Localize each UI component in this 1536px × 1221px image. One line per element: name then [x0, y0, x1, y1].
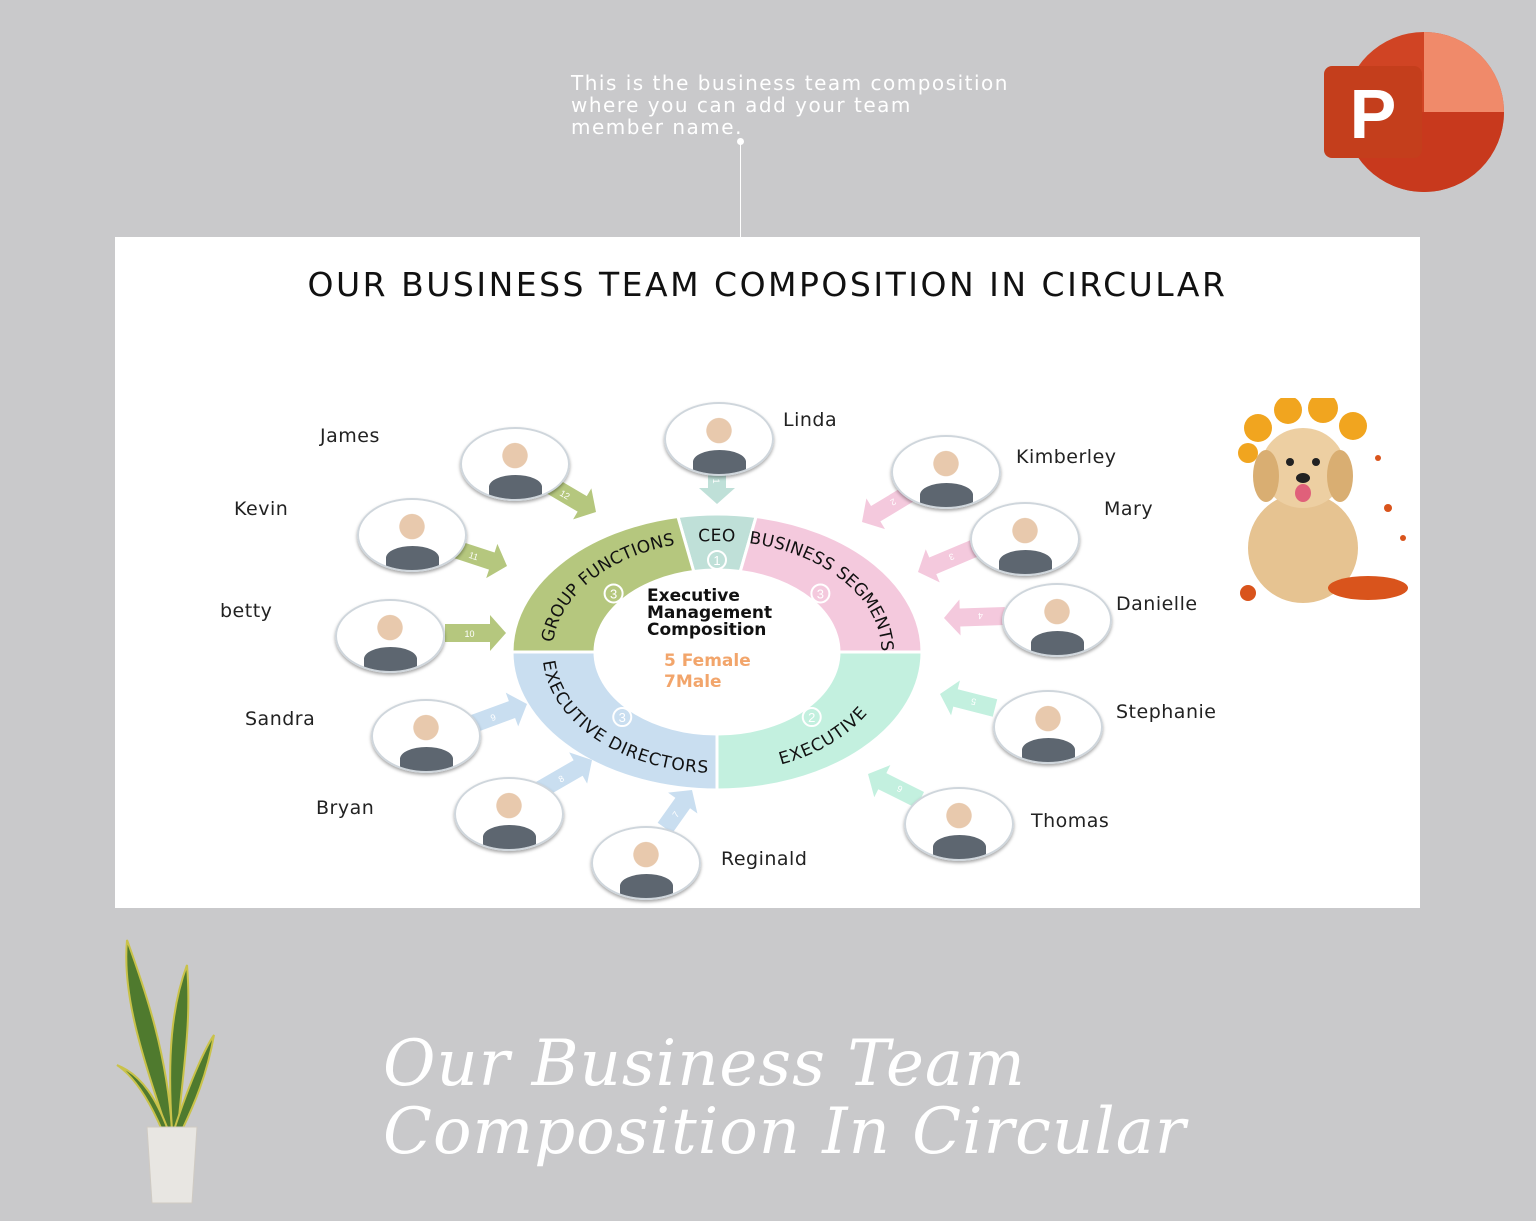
photo-reginald	[591, 826, 701, 900]
female-count: 5 Female	[664, 651, 751, 671]
arrow-number: 8	[557, 773, 566, 784]
photo-stephanie	[993, 690, 1103, 764]
person-name: Kimberley	[1016, 446, 1117, 468]
arrow-11: 11	[449, 539, 507, 579]
caption-connector-line	[740, 142, 741, 238]
photo-mary	[970, 502, 1080, 576]
person-name: Linda	[783, 409, 838, 431]
arrow-7: 7	[657, 789, 698, 834]
person-name: Reginald	[721, 848, 808, 870]
person-name: Stephanie	[1116, 701, 1217, 723]
segment-count: 2	[808, 710, 815, 725]
segment-count-badge	[707, 550, 727, 570]
person-name: Mary	[1104, 498, 1154, 520]
arrow-4: 4	[943, 599, 1006, 636]
male-count: 7Male	[664, 672, 722, 692]
arrow-10: 10	[445, 615, 506, 651]
person-name: Kevin	[234, 498, 289, 520]
photo-kimberley	[891, 435, 1001, 509]
arrow-number: 6	[895, 783, 904, 794]
person-name: James	[320, 425, 380, 447]
center-title-line: Management	[647, 603, 773, 623]
photo-sandra	[371, 699, 481, 773]
segment-count-badge	[801, 707, 822, 728]
logo-letter: P	[1350, 75, 1397, 153]
caption-dot	[737, 138, 744, 145]
segment-label: CEO	[698, 526, 736, 547]
arrow-number: 3	[947, 551, 956, 562]
photo-betty	[335, 599, 445, 673]
arrow-number: 1	[711, 478, 721, 483]
bottom-title-line: Our Business Team	[383, 1027, 1026, 1101]
photo-danielle	[1002, 583, 1112, 657]
bottom-title: Our Business Team Composition In Circula…	[383, 1030, 1186, 1166]
arrow-6: 6	[867, 765, 925, 809]
arrow-9: 9	[466, 692, 527, 734]
photo-bryan	[454, 777, 564, 851]
segment-count: 3	[817, 586, 824, 601]
caption-text: This is the business team composition wh…	[571, 71, 1009, 139]
arrow-8: 8	[535, 752, 593, 798]
segment-business-segments	[738, 514, 924, 654]
arrow-number: 5	[970, 696, 977, 707]
person-name: betty	[220, 600, 273, 622]
arrow-number: 10	[464, 629, 474, 639]
photo-kevin	[357, 498, 467, 572]
arrow-1: 1	[699, 470, 735, 504]
bottom-title-line: Composition In Circular	[383, 1095, 1187, 1169]
segment-group-functions	[510, 514, 696, 654]
arrow-5: 5	[940, 680, 998, 717]
segment-count: 1	[713, 553, 720, 568]
arrow-number: 7	[670, 810, 681, 820]
arrow-number: 9	[489, 712, 497, 723]
arrow-number: 4	[978, 611, 983, 621]
arrow-number: 11	[467, 550, 479, 562]
segment-count-badge	[612, 707, 633, 728]
person-name: Thomas	[1031, 810, 1110, 832]
photo-linda	[664, 402, 774, 476]
center-title-line: Executive	[647, 586, 740, 606]
person-name: Sandra	[245, 708, 316, 730]
photo-thomas	[904, 787, 1014, 861]
powerpoint-logo-icon: P	[1324, 32, 1504, 192]
person-name: Bryan	[316, 797, 375, 819]
plant-image	[116, 939, 215, 1204]
segment-count: 3	[610, 586, 617, 601]
arrow-3: 3	[917, 539, 979, 583]
person-name: Danielle	[1116, 593, 1198, 615]
arrow-number: 12	[558, 488, 572, 502]
photo-james	[460, 427, 570, 501]
segment-count: 3	[619, 710, 626, 725]
puppy-image	[1238, 398, 1408, 603]
arrow-number: 2	[888, 496, 897, 507]
center-title: Executive Management Composition	[647, 588, 772, 639]
segment-count-badge	[603, 583, 624, 604]
slide-title: OUR BUSINESS TEAM COMPOSITION IN CIRCULA…	[307, 265, 1228, 304]
center-title-line: Composition	[647, 620, 767, 640]
segment-count-badge	[810, 583, 831, 604]
